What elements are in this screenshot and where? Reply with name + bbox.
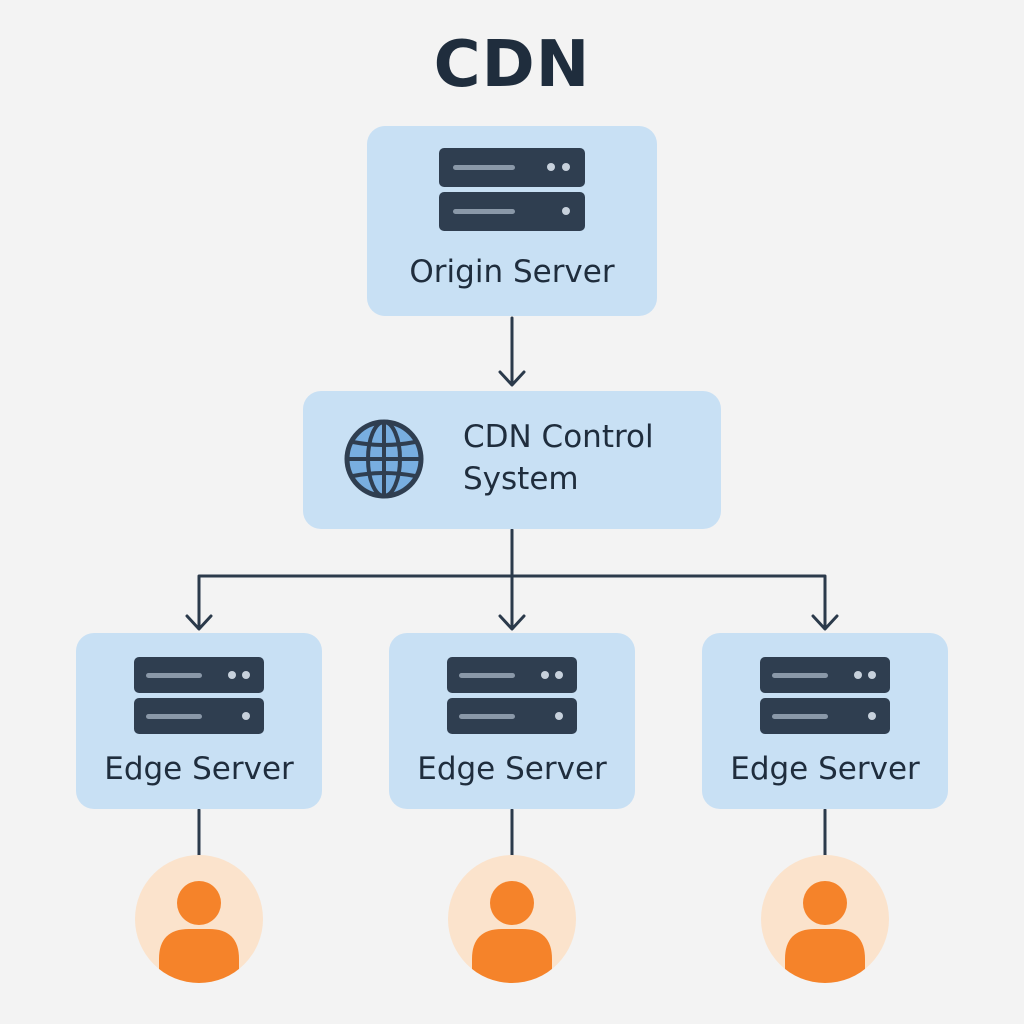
user-icon[interactable]: [448, 855, 576, 983]
arrowhead-edge-1: [185, 614, 213, 631]
bus-line: [197, 574, 827, 630]
arrowhead-control: [498, 370, 526, 387]
cdn-control-label-line1: CDN Control: [463, 419, 654, 455]
edge-server-label: Edge Server: [730, 751, 920, 787]
origin-server-box[interactable]: Origin Server: [367, 126, 657, 316]
server-icon: [760, 657, 890, 734]
server-icon: [134, 657, 264, 734]
server-icon: [439, 148, 585, 231]
diagram-title: CDN: [433, 28, 591, 102]
cdn-control-box[interactable]: CDN Control System: [303, 391, 721, 529]
arrowhead-edge-2: [498, 614, 526, 631]
edge-server-box-3[interactable]: Edge Server: [702, 633, 948, 809]
edge-server-label: Edge Server: [417, 751, 607, 787]
edge-server-box-1[interactable]: Edge Server: [76, 633, 322, 809]
user-icon[interactable]: [135, 855, 263, 983]
edge-server-box-2[interactable]: Edge Server: [389, 633, 635, 809]
server-icon: [447, 657, 577, 734]
edge-server-label: Edge Server: [104, 751, 294, 787]
cdn-control-label-line2: System: [463, 461, 579, 497]
user-icon[interactable]: [761, 855, 889, 983]
globe-icon: [344, 419, 424, 499]
arrowhead-edge-3: [811, 614, 839, 631]
origin-server-label: Origin Server: [409, 254, 615, 290]
